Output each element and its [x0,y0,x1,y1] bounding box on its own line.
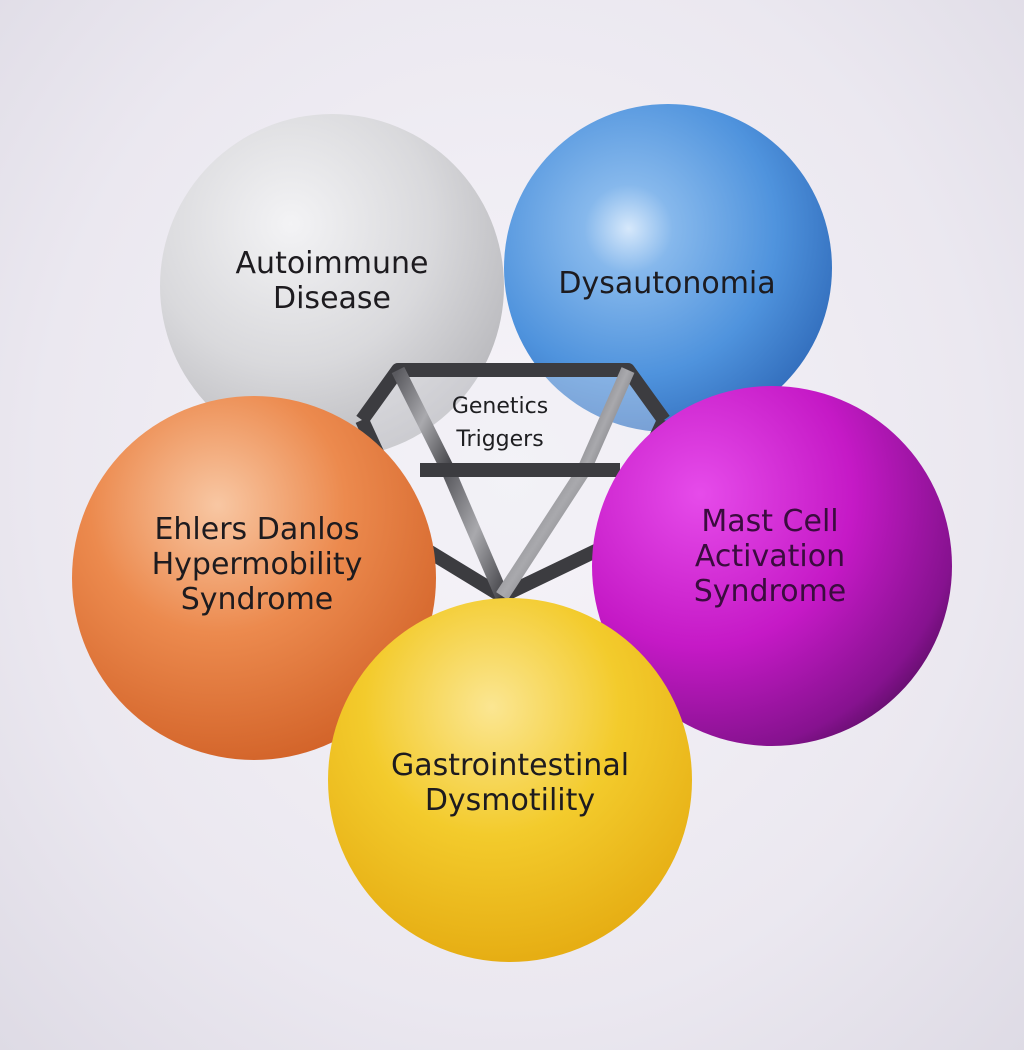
sphere-gastrointestinal [328,598,692,962]
sphere-mast-cell [592,386,952,746]
label-line: Ehlers Danlos [154,512,360,547]
label-center: Genetics Triggers [420,390,580,456]
label-line: Gastrointestinal [390,748,630,783]
label-line: Triggers [456,427,544,452]
label-line: Mast Cell [701,504,839,539]
label-line: Autoimmune [235,246,429,281]
label-line: Hypermobility [151,547,363,583]
label-autoimmune-disease: Autoimmune Disease [182,246,482,316]
label-mast-cell: Mast Cell Activation Syndrome [620,504,920,609]
label-line: Dysautonomia [558,266,776,301]
sphere-ehlers-danlos [72,396,436,760]
label-line: Disease [273,281,391,317]
label-ehlers-danlos: Ehlers Danlos Hypermobility Syndrome [92,512,422,617]
label-line: Syndrome [180,582,334,618]
label-line: Syndrome [693,574,847,610]
diamond-icon [355,363,671,603]
label-line: Genetics [451,394,549,419]
label-gastrointestinal: Gastrointestinal Dysmotility [340,748,680,818]
label-dysautonomia: Dysautonomia [512,266,822,301]
label-line: Dysmotility [424,783,596,819]
sphere-dysautonomia [504,104,832,432]
label-line: Activation [694,539,846,575]
